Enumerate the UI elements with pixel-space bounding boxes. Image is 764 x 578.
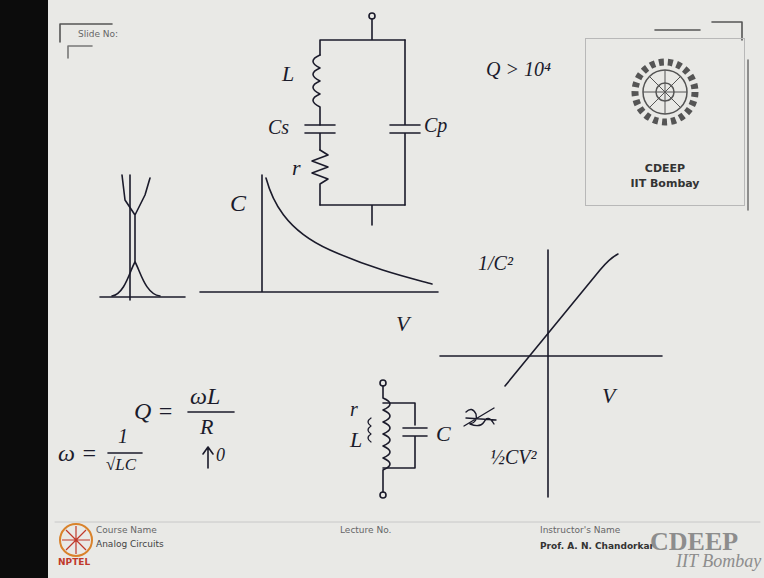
resistor-label: r [350, 398, 358, 420]
nptel-logo-text: NPTEL [58, 558, 90, 568]
logo-caption: IIT Bombay [630, 177, 699, 191]
axis-label: 1/C² [478, 252, 513, 274]
formula-text: Q = [134, 398, 174, 424]
capacitor-label: Cp [424, 114, 447, 136]
footer-field: Instructor's Name [540, 526, 620, 536]
quality-factor-note: Q > 10⁴ [486, 58, 551, 80]
slide-paper [48, 0, 764, 578]
inductor-label: L [282, 62, 294, 86]
footer-value: Prof. A. N. Chandorkar [540, 542, 654, 552]
capacitor-label: C [436, 422, 451, 446]
formula-text: 1 [118, 425, 128, 447]
logo-box: CDEEPIIT Bombay [585, 38, 745, 206]
logo-caption: CDEEP [645, 162, 685, 176]
slide-number-field: Slide No: [78, 30, 118, 40]
inductor-label: L [350, 428, 362, 452]
capacitor-label: Cs [268, 116, 289, 138]
footer-value: Analog Circuits [96, 540, 164, 550]
footer-field: Course Name [96, 526, 157, 536]
footer-logo-text: IIT Bombay [676, 552, 761, 572]
formula-text: ωL [190, 383, 220, 409]
formula-text: ω = [58, 440, 97, 466]
formula-text: √LC [106, 456, 136, 475]
energy-formula: ½CV² [490, 446, 537, 468]
formula-text: R [200, 415, 213, 439]
formula-text: 0 [216, 446, 225, 466]
footer-field: Lecture No. [340, 526, 391, 536]
axis-label: C [230, 190, 246, 216]
axis-label: V [602, 384, 615, 408]
resistor-label: r [292, 156, 301, 180]
axis-label: V [396, 312, 409, 336]
